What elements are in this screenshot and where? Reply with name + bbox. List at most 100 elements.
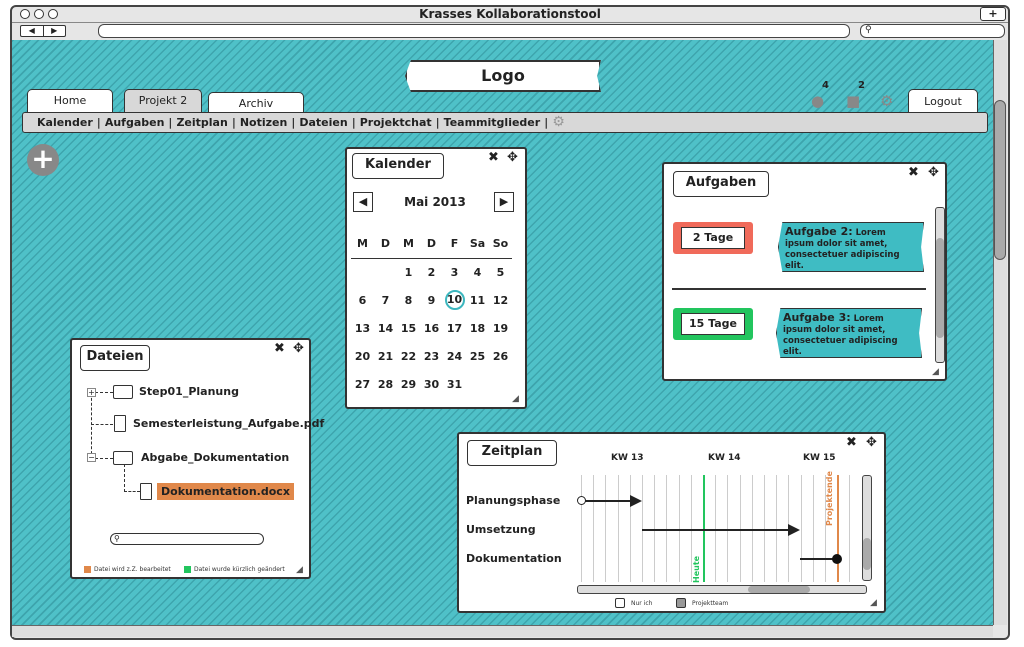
logout-button[interactable]: Logout	[908, 89, 978, 113]
calendar-day[interactable]: 6	[358, 293, 367, 307]
address-bar[interactable]	[98, 24, 850, 38]
files-search-input[interactable]: ⚲	[110, 533, 264, 545]
menu-aufgaben[interactable]: Aufgaben	[104, 116, 165, 129]
menu-zeitplan[interactable]: Zeitplan	[176, 116, 228, 129]
calendar-day[interactable]: 8	[404, 293, 413, 307]
calendar-day[interactable]: 11	[469, 293, 486, 307]
window-minimize-button[interactable]	[34, 9, 44, 19]
close-icon[interactable]: ✖	[488, 150, 499, 165]
expand-icon[interactable]: +	[87, 388, 96, 397]
calendar-day[interactable]: 30	[423, 377, 440, 391]
resize-handle-icon[interactable]: ◢	[512, 394, 519, 404]
schedule-hscroll[interactable]	[577, 585, 867, 594]
calendar-day[interactable]: 12	[492, 293, 509, 307]
browser-search-input[interactable]: ⚲	[860, 24, 1005, 38]
project-end-label: Projektende	[825, 471, 834, 526]
calendar-day[interactable]: 7	[381, 293, 390, 307]
tree-line	[95, 392, 113, 393]
calendar-day[interactable]: 10	[443, 286, 466, 314]
filter-label: Nur ich	[631, 600, 653, 607]
menu-projektchat[interactable]: Projektchat	[359, 116, 432, 129]
calendar-day[interactable]: 1	[404, 265, 413, 279]
close-icon[interactable]: ✖	[274, 341, 285, 356]
calendar-day[interactable]: 14	[377, 321, 394, 335]
window-close-button[interactable]	[20, 9, 30, 19]
message-icon[interactable]: ■	[846, 92, 861, 110]
calendar-day[interactable]: 28	[377, 377, 394, 391]
menu-kalender[interactable]: Kalender	[37, 116, 93, 129]
close-icon[interactable]: ✖	[846, 435, 857, 450]
resize-handle-icon[interactable]: ◢	[870, 598, 877, 608]
calendar-day[interactable]: 21	[377, 349, 394, 363]
scrollbar-thumb[interactable]	[748, 586, 810, 593]
new-tab-button[interactable]: +	[980, 7, 1006, 21]
tree-item-file-editing[interactable]: Dokumentation.docx	[157, 483, 294, 500]
settings-gear-icon[interactable]: ⚙	[880, 92, 894, 110]
schedule-vscroll[interactable]	[862, 475, 872, 581]
menu-teammitglieder[interactable]: Teammitglieder	[443, 116, 541, 129]
weekday-header: D	[380, 237, 391, 251]
calendar-day[interactable]: 9	[427, 293, 436, 307]
calendar-day[interactable]: 26	[492, 349, 509, 363]
task-card[interactable]: Aufgabe 3: Lorem ipsum dolor sit amet, c…	[776, 308, 922, 358]
scrollbar-thumb[interactable]	[936, 238, 944, 338]
calendar-day[interactable]: 23	[423, 349, 440, 363]
back-button[interactable]: ◀	[28, 26, 35, 35]
grid-line	[605, 475, 607, 582]
close-icon[interactable]: ✖	[908, 165, 919, 180]
tree-item-folder[interactable]: Abgabe_Dokumentation	[141, 451, 290, 464]
calendar-day[interactable]: 22	[400, 349, 417, 363]
calendar-day[interactable]: 20	[354, 349, 371, 363]
add-widget-button[interactable]: +	[27, 144, 59, 176]
calendar-day[interactable]: 4	[473, 265, 482, 279]
phase-bar[interactable]	[800, 558, 836, 560]
phase-end-marker	[832, 554, 842, 564]
tab-home[interactable]: Home	[27, 89, 113, 113]
calendar-day[interactable]: 18	[469, 321, 486, 335]
move-icon[interactable]: ✥	[507, 150, 518, 165]
tree-item-file[interactable]: Semesterleistung_Aufgabe.pdf	[133, 417, 325, 430]
next-month-button[interactable]: ▶	[494, 192, 514, 212]
filter-checkbox-nur-ich[interactable]	[615, 598, 625, 608]
menu-notizen[interactable]: Notizen	[239, 116, 288, 129]
calendar-day[interactable]: 17	[446, 321, 463, 335]
calendar-day[interactable]: 2	[427, 265, 436, 279]
calendar-day[interactable]: 19	[492, 321, 509, 335]
phase-bar[interactable]	[642, 529, 790, 531]
calendar-day[interactable]: 5	[496, 265, 505, 279]
calendar-day[interactable]: 31	[446, 377, 463, 391]
calendar-day[interactable]: 16	[423, 321, 440, 335]
scrollbar-thumb[interactable]	[994, 100, 1006, 260]
grid-line	[617, 475, 619, 582]
filter-checkbox-projektteam[interactable]	[676, 598, 686, 608]
calendar-day[interactable]: 24	[446, 349, 463, 363]
move-icon[interactable]: ✥	[293, 341, 304, 356]
calendar-day[interactable]: 3	[450, 265, 459, 279]
tasks-scrollbar[interactable]	[935, 207, 945, 363]
filter-label: Projektteam	[692, 600, 729, 607]
resize-handle-icon[interactable]: ◢	[932, 367, 939, 377]
calendar-day[interactable]: 15	[400, 321, 417, 335]
scrollbar-thumb[interactable]	[863, 538, 871, 570]
calendar-day[interactable]: 13	[354, 321, 371, 335]
window-maximize-button[interactable]	[48, 9, 58, 19]
forward-button[interactable]: ▶	[42, 26, 66, 36]
move-icon[interactable]: ✥	[928, 165, 939, 180]
week-label: KW 13	[611, 453, 644, 463]
calendar-day[interactable]: 29	[400, 377, 417, 391]
tab-projekt-2[interactable]: Projekt 2	[124, 89, 202, 113]
menu-settings-gear-icon[interactable]: ⚙	[552, 114, 565, 130]
prev-month-button[interactable]: ◀	[353, 192, 373, 212]
collapse-icon[interactable]: −	[87, 453, 96, 462]
weekday-header: F	[450, 237, 459, 251]
task-card[interactable]: Aufgabe 2: Lorem ipsum dolor sit amet, c…	[778, 222, 924, 272]
calendar-day[interactable]: 25	[469, 349, 486, 363]
tree-item-folder[interactable]: Step01_Planung	[139, 385, 239, 398]
resize-handle-icon[interactable]: ◢	[296, 565, 303, 575]
menu-dateien[interactable]: Dateien	[299, 116, 348, 129]
calendar-day[interactable]: 27	[354, 377, 371, 391]
alert-icon[interactable]: ●	[811, 92, 825, 110]
move-icon[interactable]: ✥	[866, 435, 877, 450]
today-label: Heute	[692, 555, 701, 583]
phase-bar[interactable]	[582, 500, 632, 502]
